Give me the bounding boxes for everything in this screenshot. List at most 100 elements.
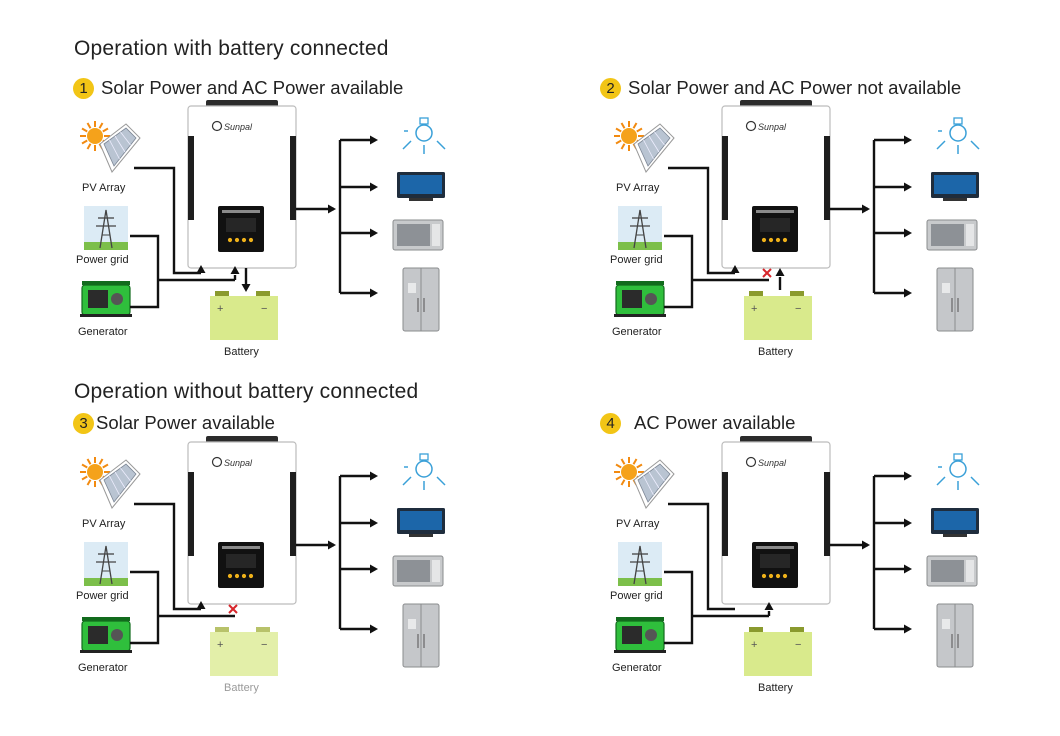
svg-text:−: − xyxy=(261,639,267,651)
inverter-display xyxy=(218,206,264,252)
panel-1-title: 1 Solar Power and AC Power available xyxy=(73,77,403,99)
load-arrow xyxy=(370,182,378,192)
refrigerator-icon xyxy=(936,603,974,668)
load-arrow xyxy=(370,564,378,574)
output-arrow xyxy=(862,540,870,550)
pv-array-label: PV Array xyxy=(616,518,660,530)
refrigerator-icon xyxy=(936,267,974,332)
refrigerator-icon xyxy=(402,267,440,332)
svg-text:−: − xyxy=(795,639,801,651)
load-arrow xyxy=(904,471,912,481)
inverter-display xyxy=(752,542,798,588)
panel-title-text: Solar Power available xyxy=(96,412,275,433)
ac-input-arrow xyxy=(230,266,240,274)
pv-input-arrow xyxy=(196,601,206,609)
number-badge: 4 xyxy=(600,412,621,434)
microwave-icon xyxy=(392,555,444,587)
load-arrow xyxy=(904,624,912,634)
number-badge: 2 xyxy=(600,77,621,99)
sunpal-logo: Sunpal xyxy=(211,456,253,468)
inverter-icon: Sunpal xyxy=(721,100,831,269)
load-arrow xyxy=(370,624,378,634)
panel-3-title: 3 Solar Power available xyxy=(73,412,275,434)
battery-icon: +− xyxy=(744,627,812,676)
generator-label: Generator xyxy=(612,662,662,674)
light-bulb-icon xyxy=(936,453,980,490)
load-arrow xyxy=(370,228,378,238)
heading-without-battery: Operation without battery connected xyxy=(74,380,419,403)
output-arrow xyxy=(328,204,336,214)
inverter-display xyxy=(752,206,798,252)
ac-source-wire xyxy=(664,570,694,645)
generator-icon xyxy=(80,281,132,317)
load-arrow xyxy=(904,228,912,238)
battery-icon: +− xyxy=(744,291,812,340)
pv-wire xyxy=(668,166,735,275)
generator-label: Generator xyxy=(78,662,128,674)
panel-4-title: 4 AC Power available xyxy=(600,412,795,434)
tv-icon xyxy=(397,508,445,537)
inverter-icon: Sunpal xyxy=(187,436,297,605)
power-grid-label: Power grid xyxy=(76,590,129,602)
load-arrow xyxy=(370,471,378,481)
generator-icon xyxy=(80,617,132,653)
pv-panel-icon xyxy=(80,121,141,173)
battery-icon: +− xyxy=(210,627,278,676)
power-grid-icon xyxy=(84,542,128,586)
load-arrow xyxy=(370,518,378,528)
refrigerator-icon xyxy=(402,603,440,668)
battery-discharge-arrow xyxy=(775,268,785,276)
svg-text:−: − xyxy=(795,303,801,315)
generator-label: Generator xyxy=(78,326,128,338)
ac-source-wire xyxy=(130,234,160,309)
generator-icon xyxy=(614,617,666,653)
svg-text:+: + xyxy=(217,303,223,315)
load-arrow xyxy=(904,518,912,528)
light-bulb-icon xyxy=(402,117,446,154)
pv-array-label: PV Array xyxy=(82,518,126,530)
microwave-icon xyxy=(392,219,444,251)
load-arrow xyxy=(370,288,378,298)
light-bulb-icon xyxy=(402,453,446,490)
power-grid-label: Power grid xyxy=(610,254,663,266)
pv-array-label: PV Array xyxy=(82,182,126,194)
svg-text:+: + xyxy=(751,303,757,315)
brand-text: Sunpal xyxy=(224,458,253,468)
load-arrow xyxy=(904,288,912,298)
inverter-icon: Sunpal xyxy=(721,436,831,605)
number-badge: 1 xyxy=(73,77,94,99)
disconnect-x-icon xyxy=(228,604,238,614)
ac-input-arrow xyxy=(764,602,774,610)
microwave-icon xyxy=(926,219,978,251)
number-badge: 3 xyxy=(73,412,94,434)
generator-icon xyxy=(614,281,666,317)
pv-wire xyxy=(134,502,201,611)
pv-wire xyxy=(134,166,201,275)
sunpal-logo: Sunpal xyxy=(211,120,253,132)
power-grid-icon xyxy=(84,206,128,250)
brand-text: Sunpal xyxy=(758,122,787,132)
svg-text:+: + xyxy=(217,639,223,651)
battery-charge-arrow xyxy=(241,284,251,292)
power-grid-label: Power grid xyxy=(76,254,129,266)
inverter-display xyxy=(218,542,264,588)
generator-label: Generator xyxy=(612,326,662,338)
battery-label: Battery xyxy=(224,346,259,358)
sun-icon xyxy=(80,121,110,151)
pv-input-arrow xyxy=(730,265,740,273)
battery-label: Battery xyxy=(758,346,793,358)
panel-2-title: 2 Solar Power and AC Power not available xyxy=(600,77,961,99)
ac-source-wire xyxy=(130,570,160,645)
disconnect-x-icon xyxy=(762,268,772,278)
output-arrow xyxy=(862,204,870,214)
sunpal-logo: Sunpal xyxy=(745,120,787,132)
load-arrow xyxy=(904,564,912,574)
panel-title-text: Solar Power and AC Power available xyxy=(101,77,404,98)
pv-panel-icon xyxy=(80,457,141,509)
ac-source-wire xyxy=(664,234,694,309)
panel-title-text: Solar Power and AC Power not available xyxy=(628,77,962,98)
output-arrow xyxy=(328,540,336,550)
